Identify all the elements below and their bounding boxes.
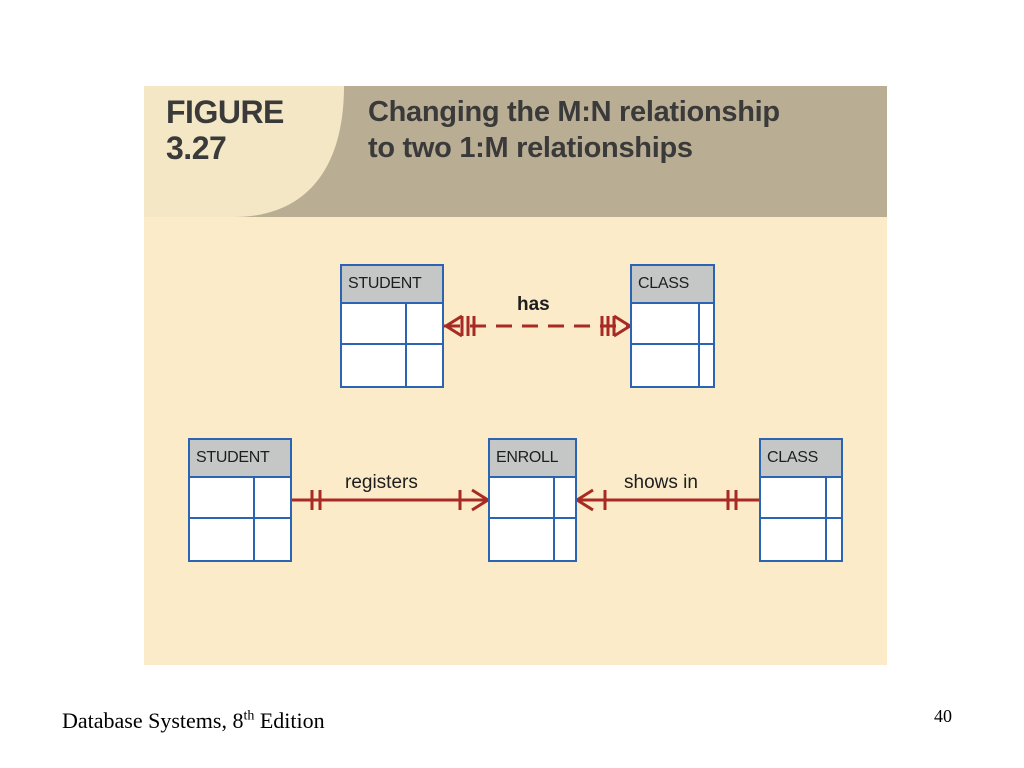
entity-column-divider <box>405 304 407 343</box>
entity-name: CLASS <box>761 440 841 478</box>
footer-book-title: Database Systems, 8th Edition <box>62 708 325 734</box>
entity-attribute-row <box>342 345 442 386</box>
figure-title-line1: Changing the M:N relationship <box>368 96 780 128</box>
entity-column-divider <box>253 478 255 517</box>
figure-number: 3.27 <box>166 130 227 166</box>
entity-column-divider <box>253 519 255 560</box>
entity-class-top: CLASS <box>630 264 715 388</box>
entity-attribute-row <box>761 519 841 560</box>
entity-column-divider <box>825 519 827 560</box>
page-number: 40 <box>934 706 952 726</box>
entity-column-divider <box>698 304 700 343</box>
figure-title-line2: to two 1:M relationships <box>368 132 693 164</box>
entity-column-divider <box>825 478 827 517</box>
relationship-label-shows-in: shows in <box>624 472 698 493</box>
entity-name: CLASS <box>632 266 713 304</box>
entity-name: STUDENT <box>190 440 290 478</box>
entity-attribute-row <box>632 345 713 386</box>
entity-attribute-row <box>490 478 575 519</box>
relationship-label-registers: registers <box>345 472 418 493</box>
entity-column-divider <box>698 345 700 386</box>
entity-column-divider <box>405 345 407 386</box>
entity-attribute-row <box>761 478 841 519</box>
entity-enroll: ENROLL <box>488 438 577 562</box>
figure-label: FIGURE 3.27 <box>166 94 284 166</box>
entity-name: ENROLL <box>490 440 575 478</box>
relationship-label-has: has <box>517 294 550 315</box>
has-left-crowfoot <box>445 324 463 338</box>
entity-class-bottom: CLASS <box>759 438 843 562</box>
relationship-connectors <box>292 314 759 512</box>
entity-student-top: STUDENT <box>340 264 444 388</box>
has-right-crowfoot <box>613 314 631 328</box>
registers-right-crowfoot <box>471 498 489 512</box>
shows-in-left-crowfoot <box>576 498 594 512</box>
entity-student-bottom: STUDENT <box>188 438 292 562</box>
footer-book-superscript: th <box>243 708 255 724</box>
entity-name: STUDENT <box>342 266 442 304</box>
figure-title: Changing the M:N relationship to two 1:M… <box>368 94 868 166</box>
entity-attribute-row <box>190 478 290 519</box>
entity-attribute-row <box>342 304 442 345</box>
entity-column-divider <box>553 478 555 517</box>
figure-panel: FIGURE 3.27 Changing the M:N relationshi… <box>144 86 887 665</box>
entity-attribute-row <box>190 519 290 560</box>
shows-in-left-crowfoot <box>576 488 594 502</box>
footer-book-suffix: Edition <box>254 708 325 733</box>
registers-right-crowfoot <box>471 488 489 502</box>
footer-book-prefix: Database Systems, 8 <box>62 708 244 733</box>
has-left-crowfoot <box>445 314 463 328</box>
entity-attribute-row <box>490 519 575 560</box>
entity-attribute-row <box>632 304 713 345</box>
entity-column-divider <box>553 519 555 560</box>
figure-header: FIGURE 3.27 Changing the M:N relationshi… <box>144 86 887 217</box>
header-curve-shape <box>144 86 344 217</box>
has-right-crowfoot <box>613 324 631 338</box>
figure-label-word: FIGURE <box>166 94 284 130</box>
